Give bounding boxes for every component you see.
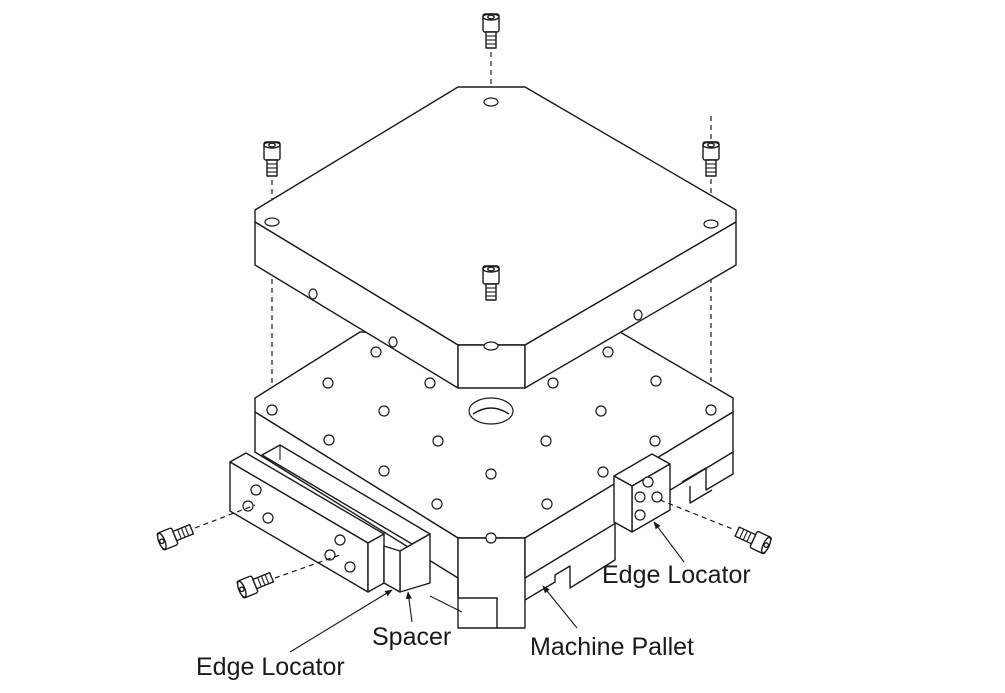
socket-head-cap-screw-icon (235, 568, 276, 600)
spacer-label: Spacer (372, 623, 452, 651)
edge-locator-left-label: Edge Locator (196, 653, 345, 681)
spacer-block (261, 444, 431, 593)
edge-locator-right-label: Edge Locator (602, 561, 751, 589)
socket-head-cap-screw-icon (155, 520, 196, 552)
socket-head-cap-screw-icon (482, 265, 500, 301)
leader-lines (289, 521, 685, 653)
horizontal-centerlines (194, 499, 736, 579)
right-edge-locator (613, 453, 671, 533)
machine-pallet-label: Machine Pallet (530, 633, 694, 661)
socket-head-cap-screw-icon (732, 522, 774, 556)
top-plate (254, 86, 737, 389)
socket-head-cap-screw-icon (263, 141, 281, 177)
socket-head-cap-screw-icon (482, 13, 500, 49)
socket-head-cap-screw-icon (702, 141, 720, 177)
left-edge-locator (229, 452, 385, 593)
